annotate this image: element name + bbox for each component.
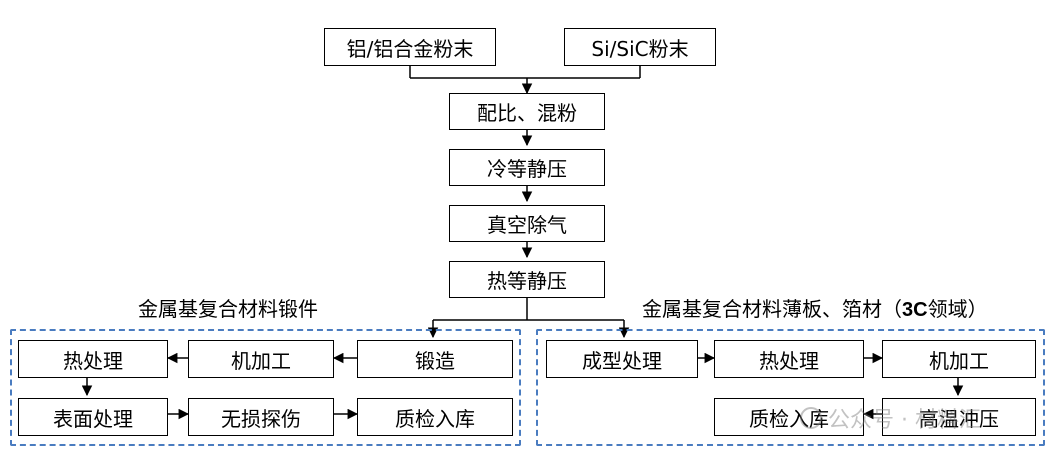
- forming-box: 成型处理: [546, 340, 698, 378]
- heat-treatment-box-right: 热处理: [714, 340, 864, 378]
- sheet-group-title-prefix: 金属基复合材料薄板、箔材（: [642, 297, 902, 321]
- watermark: 公众号 · 材料汇: [800, 402, 981, 434]
- forging-group-frame: [10, 329, 521, 446]
- sheet-group-title-bold: 3C: [902, 299, 928, 321]
- si-sic-powder-box: Si/SiC粉末: [564, 28, 716, 66]
- cold-isostatic-press-box: 冷等静压: [449, 149, 605, 186]
- al-alloy-powder-box: 铝/铝合金粉末: [324, 28, 496, 66]
- vacuum-degassing-box: 真空除气: [449, 205, 605, 242]
- sheet-group-frame: [536, 329, 1045, 446]
- forging-box: 锻造: [357, 340, 513, 378]
- heat-treatment-box-left: 热处理: [18, 340, 168, 378]
- watermark-text: 公众号 · 材料汇: [828, 408, 981, 433]
- wechat-logo-icon: [800, 407, 822, 429]
- sheet-group-title-suffix: 领域）: [927, 297, 988, 321]
- hot-stamping-box: 高温冲压: [882, 398, 1036, 436]
- sheet-group-title: 金属基复合材料薄板、箔材（3C领域）: [642, 293, 988, 322]
- ndt-box: 无损探伤: [188, 398, 334, 436]
- surface-treatment-box: 表面处理: [18, 398, 168, 436]
- machining-box-left: 机加工: [188, 340, 334, 378]
- machining-box-right: 机加工: [882, 340, 1036, 378]
- hot-isostatic-press-box: 热等静压: [449, 261, 605, 298]
- inspection-storage-box-left: 质检入库: [357, 398, 513, 436]
- forging-group-title: 金属基复合材料锻件: [138, 297, 318, 321]
- mixing-box: 配比、混粉: [449, 93, 605, 130]
